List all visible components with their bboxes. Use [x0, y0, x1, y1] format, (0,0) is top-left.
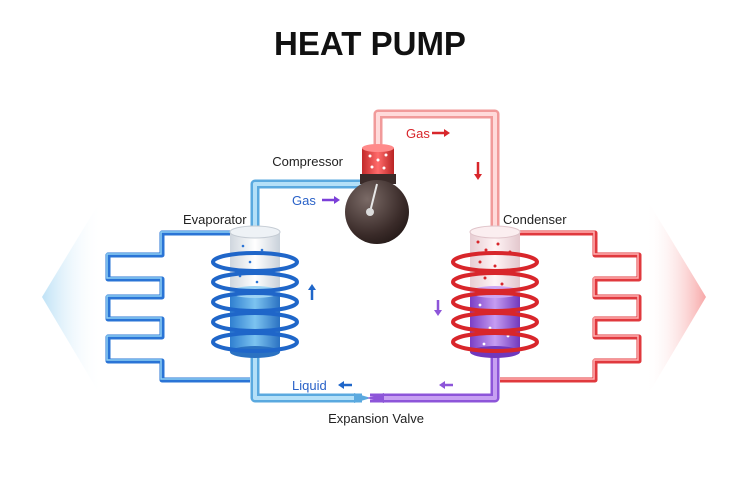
high-pressure-gas-label: Gas — [406, 126, 430, 141]
warm-air-arrow — [646, 198, 706, 398]
arrow-left-icon — [338, 381, 344, 389]
evaporator-fin-highlight — [106, 231, 250, 380]
arrow-left-icon — [439, 381, 445, 389]
condenser-fin-highlight — [500, 231, 639, 380]
cold-air-arrow — [42, 198, 102, 398]
condenser-spiral-coil — [451, 251, 539, 353]
high-pressure-liquid-pipe — [370, 355, 500, 403]
condenser-fin-coil — [500, 230, 642, 383]
evaporator-spiral-coil — [211, 251, 299, 353]
evaporator-label: Evaporator — [183, 212, 247, 227]
flow-arrows — [308, 129, 482, 389]
compressor — [345, 144, 409, 244]
arrow-right-icon — [444, 129, 450, 137]
arrow-down-icon — [434, 310, 442, 316]
condenser-cylinder — [469, 225, 521, 358]
page-title: HEAT PUMP — [274, 25, 466, 62]
expansion-valve — [354, 393, 371, 403]
arrow-down-icon — [474, 174, 482, 180]
arrow-up-icon — [308, 284, 316, 290]
liquid-label: Liquid — [292, 378, 327, 393]
condenser-label: Condenser — [503, 212, 567, 227]
compressor-label: Compressor — [272, 154, 343, 169]
arrow-right-icon — [334, 196, 340, 204]
expansion-valve-label: Expansion Valve — [328, 411, 424, 426]
low-pressure-gas-label: Gas — [292, 193, 316, 208]
evaporator-fin-coil — [105, 230, 250, 383]
